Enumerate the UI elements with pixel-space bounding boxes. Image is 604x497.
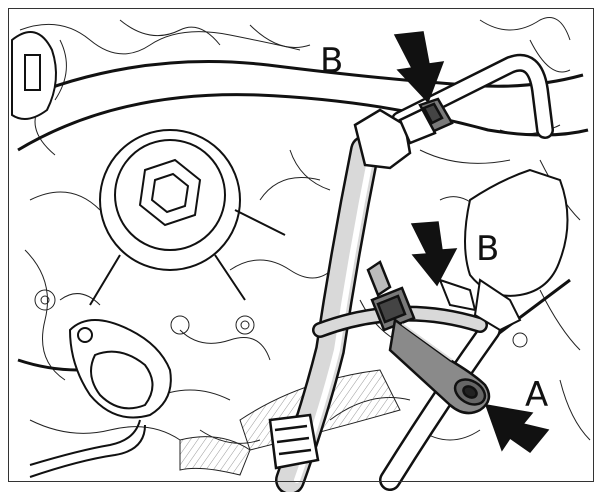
callout-label-a: A — [525, 375, 549, 415]
round-housing — [89, 129, 286, 306]
down-arrow-icon — [393, 31, 445, 104]
left-bracket — [11, 31, 57, 120]
down-arrow-icon — [410, 221, 458, 287]
upper-hex-fitting — [353, 97, 454, 170]
middle-hose-clamp — [366, 260, 416, 332]
connector-a — [388, 317, 491, 415]
callout-label-b-middle: B — [476, 229, 500, 269]
up-left-arrow-icon — [484, 404, 550, 454]
sensor-connector-left — [29, 319, 172, 478]
hose-end-bottom — [268, 413, 320, 470]
right-bracket — [438, 168, 569, 332]
callout-label-b-upper: B — [320, 41, 344, 81]
diagram-frame — [8, 8, 594, 482]
